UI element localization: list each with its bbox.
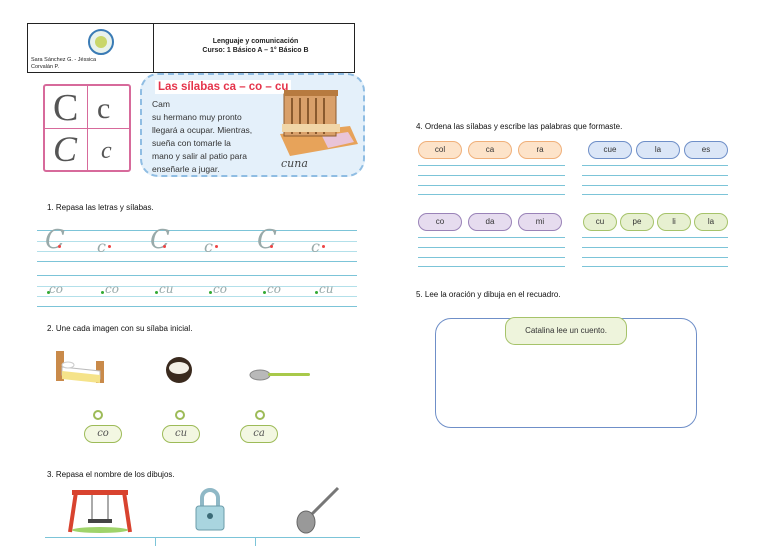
story-title: Las sílabas ca – co – cu xyxy=(155,80,292,94)
answer-lines[interactable] xyxy=(418,165,565,195)
sentence-label: Catalina lee un cuento. xyxy=(505,317,627,345)
syllable-tag[interactable]: co xyxy=(84,425,122,443)
story-word: cuna xyxy=(281,157,308,170)
coconut-illustration xyxy=(166,357,192,383)
syllable-pill[interactable]: pe xyxy=(620,213,654,231)
trace-c-upper-3: C xyxy=(257,225,277,255)
spoon-illustration xyxy=(296,486,340,534)
trace-row-letters: C c C c C c xyxy=(37,225,357,262)
syllable-pill[interactable]: ca xyxy=(468,141,512,159)
syllable-pill[interactable]: co xyxy=(418,213,462,231)
bed-illustration xyxy=(56,351,104,383)
cursive-upper-letter: C xyxy=(53,129,78,169)
swing-illustration xyxy=(68,490,132,533)
subject-label: Lenguaje y comunicación xyxy=(212,38,299,45)
crib-illustration xyxy=(280,90,358,156)
section2-heading: 2. Une cada imagen con su sílaba inicial… xyxy=(47,324,193,333)
print-upper-letter: C xyxy=(53,87,79,129)
trace-c-upper-2: C xyxy=(150,225,170,255)
header-divider xyxy=(153,24,154,72)
authors: Sara Sánchez G. - Jéssica Corvalán P. xyxy=(31,57,96,71)
section1-heading: 1. Repasa las letras y sílabas. xyxy=(47,203,154,212)
story-text: Cam su hermano muy pronto llegará a ocup… xyxy=(152,99,253,174)
authors-line2: Corvalán P. xyxy=(31,64,60,70)
trace-syllable: co xyxy=(267,282,281,296)
trace-syllable: cu xyxy=(319,282,334,296)
syllable-pill[interactable]: cu xyxy=(583,213,617,231)
trace-row-syllables: co co cu co co cu xyxy=(37,275,357,307)
letter-box: C c C c xyxy=(43,84,131,172)
school-logo-icon xyxy=(88,29,114,55)
syllable-pill[interactable]: ra xyxy=(518,141,562,159)
syllable-pill[interactable]: li xyxy=(657,213,691,231)
syllable-pill[interactable]: es xyxy=(684,141,728,159)
syllable-pill[interactable]: mi xyxy=(518,213,562,231)
trace-c-lower-3: c xyxy=(311,237,320,256)
answer-lines[interactable] xyxy=(582,165,728,195)
trace-c-upper-1: C xyxy=(45,225,65,255)
authors-line1: Sara Sánchez G. - Jéssica xyxy=(31,57,97,63)
cursive-lower-letter: c xyxy=(101,138,112,164)
answer-lines[interactable] xyxy=(582,237,728,267)
header-title: Lenguaje y comunicación Curso: 1 Básico … xyxy=(158,37,353,55)
header-box: Lenguaje y comunicación Curso: 1 Básico … xyxy=(27,23,355,73)
trace-syllable: co xyxy=(213,282,227,296)
syllable-pill[interactable]: la xyxy=(694,213,728,231)
syllable-tag[interactable]: cu xyxy=(162,425,200,443)
section3-heading: 3. Repasa el nombre de los dibujos. xyxy=(47,470,175,479)
padlock-illustration xyxy=(195,488,225,531)
section4-heading: 4. Ordena las sílabas y escribe las pala… xyxy=(416,122,623,131)
print-lower-letter: c xyxy=(97,92,111,125)
answer-lines[interactable] xyxy=(418,237,565,267)
syllable-pill[interactable]: da xyxy=(468,213,512,231)
syllable-pill[interactable]: col xyxy=(418,141,462,159)
trace-syllable: co xyxy=(105,282,119,296)
trace-c-lower-2: c xyxy=(204,237,213,256)
trace-c-lower-1: c xyxy=(97,237,106,256)
syllable-pill[interactable]: la xyxy=(636,141,680,159)
course-label: Curso: 1 Básico A – 1° Básico B xyxy=(202,47,309,54)
trace-syllable: co xyxy=(49,282,63,296)
syllable-tag[interactable]: ca xyxy=(240,425,278,443)
section5-heading: 5. Lee la oración y dibuja en el recuadr… xyxy=(416,290,561,299)
spoon-illustration xyxy=(249,369,310,381)
trace-syllable: cu xyxy=(159,282,174,296)
syllable-pill[interactable]: cue xyxy=(588,141,632,159)
name-trace-lines xyxy=(45,537,360,546)
